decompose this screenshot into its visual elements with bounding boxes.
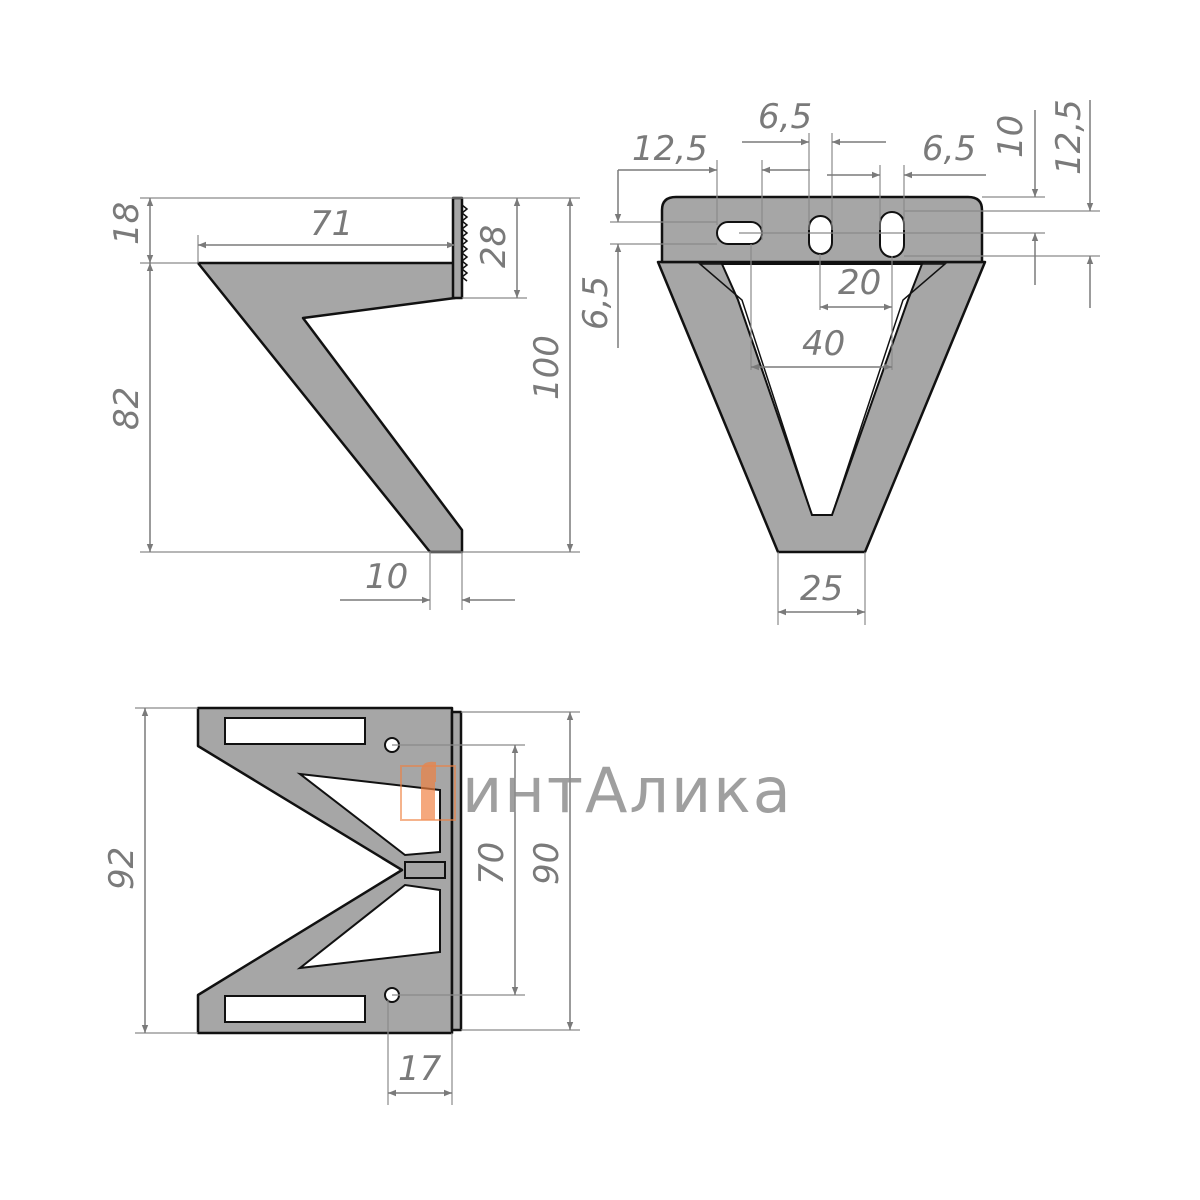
dim-10: 10: [365, 557, 408, 597]
dim-92: 92: [102, 847, 142, 890]
dim-18: 18: [107, 202, 147, 245]
dim-6-5-left: 6,5: [576, 276, 616, 330]
dim-71: 71: [310, 204, 353, 244]
dim-17: 17: [398, 1049, 442, 1089]
bottom-slot-bottom: [224, 995, 366, 1023]
dim-40: 40: [802, 324, 845, 364]
slot-vertical-1: [808, 215, 833, 255]
dim-20: 20: [838, 263, 881, 303]
side-view: 18 82 71 28 100 10: [107, 196, 580, 610]
bottom-view: 92 70 90 17: [102, 706, 580, 1105]
brand-logo: интАлика: [400, 754, 793, 827]
side-profile: [196, 261, 464, 554]
dim-6-5-right: 6,5: [922, 129, 976, 169]
dim-70: 70: [472, 842, 512, 885]
front-view: 12,5 6,5 6,5 10 12,5 6,5 20 40 25: [576, 97, 1100, 625]
slot-vertical-2: [879, 211, 905, 258]
dim-82: 82: [107, 387, 147, 430]
mounting-plate-side: [451, 196, 464, 300]
dim-90: 90: [527, 842, 567, 885]
dim-12-5-slot: 12,5: [632, 129, 708, 169]
dim-12-5-vertical: 12,5: [1049, 99, 1089, 175]
dim-28: 28: [474, 225, 514, 268]
brand-name: интАлика: [462, 754, 793, 827]
dim-25: 25: [800, 569, 843, 609]
mounting-plate-bottom: [450, 710, 463, 1032]
dim-10-vertical: 10: [991, 115, 1031, 158]
dim-100: 100: [527, 335, 567, 400]
bottom-slot-top: [224, 717, 366, 745]
serration: [460, 204, 469, 282]
dim-6-5-top: 6,5: [758, 97, 812, 137]
